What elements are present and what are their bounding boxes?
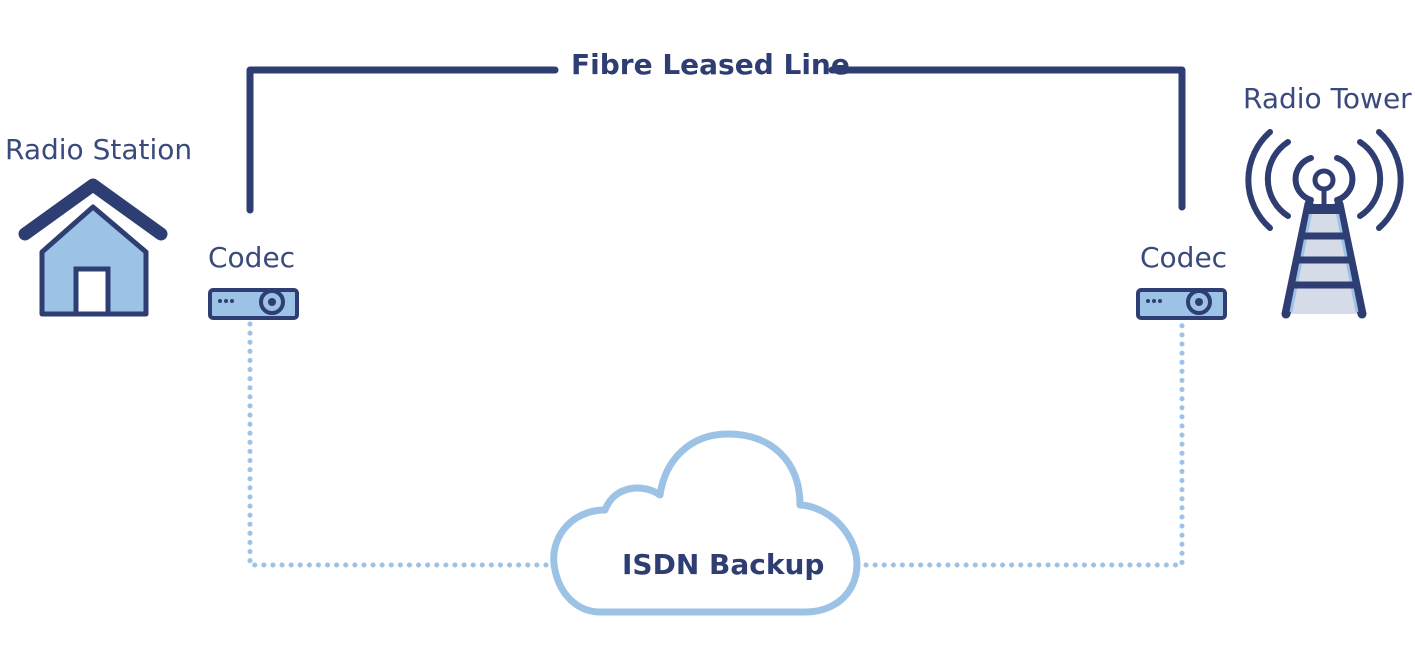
fibre-leased-line-label: Fibre Leased Line bbox=[571, 48, 850, 81]
house-icon bbox=[18, 178, 168, 317]
cloud-icon bbox=[550, 430, 861, 616]
codec-right-icon bbox=[1136, 288, 1227, 320]
isdn-backup-line bbox=[247, 321, 1185, 568]
fibre-line-right-segment bbox=[828, 66, 1186, 211]
radio-tower-icon bbox=[1245, 129, 1404, 319]
fibre-leased-line bbox=[246, 66, 1186, 214]
isdn-line-right-segment bbox=[863, 321, 1185, 568]
isdn-line-left-segment bbox=[247, 321, 553, 568]
codec-left-label: Codec bbox=[208, 241, 296, 274]
radio-tower-label: Radio Tower bbox=[1243, 82, 1412, 115]
fibre-line-left-segment bbox=[246, 66, 559, 214]
codec-right-label: Codec bbox=[1140, 241, 1228, 274]
radio-station-label: Radio Station bbox=[5, 133, 193, 166]
isdn-backup-label: ISDN Backup bbox=[622, 548, 825, 581]
codec-left-icon bbox=[208, 288, 299, 320]
